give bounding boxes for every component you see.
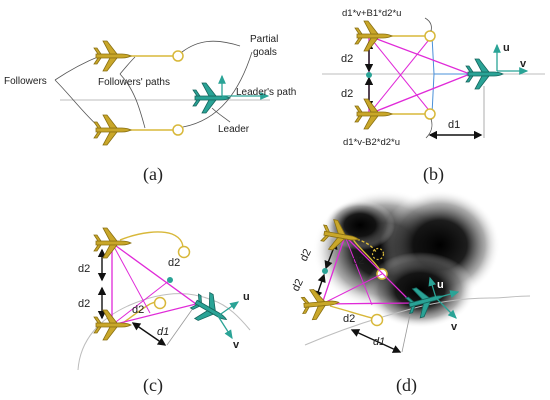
caption-d: (d) bbox=[396, 375, 417, 396]
formation-diag-2 bbox=[321, 273, 383, 305]
d2-label-mid: d2 bbox=[352, 255, 364, 267]
follower-plane-top bbox=[354, 20, 393, 52]
d2-label-inner: d2 bbox=[132, 304, 144, 316]
u-label: u bbox=[243, 291, 250, 303]
follower-path-bottom bbox=[329, 305, 373, 319]
partial-goals-label-1: Partial bbox=[250, 34, 278, 45]
formation-diag-2 bbox=[111, 279, 171, 326]
d2-label-lower: d2 bbox=[341, 88, 353, 100]
partial-goal-top bbox=[424, 30, 436, 42]
d1-label: d1 bbox=[373, 336, 385, 348]
d1-arrow bbox=[350, 329, 402, 353]
follower-plane-bottom bbox=[354, 98, 393, 130]
v-label: v bbox=[233, 339, 240, 351]
partial-goal-bottom bbox=[172, 124, 184, 136]
caption-c: (c) bbox=[143, 375, 163, 396]
d2-label-lower: d2 bbox=[78, 298, 90, 310]
leader-plane bbox=[192, 82, 231, 114]
follower-plane-bottom bbox=[93, 114, 132, 146]
caption-b: (b) bbox=[423, 164, 444, 185]
formula-top-pointer bbox=[424, 17, 432, 32]
paths-pointer-bottom bbox=[119, 73, 146, 129]
v-vector bbox=[435, 290, 460, 299]
formation-center bbox=[322, 268, 328, 274]
guide-lower bbox=[431, 73, 435, 115]
obstacle-cloud bbox=[313, 190, 500, 328]
leader-path-label: Leader's path bbox=[236, 87, 296, 98]
panel-d: d2 d2 d2 d2 d1 u v (d) bbox=[290, 190, 531, 396]
d2-label-upper: d2 bbox=[78, 263, 90, 275]
v-label: v bbox=[451, 321, 458, 333]
d2-label-upper: d2 bbox=[341, 53, 353, 65]
followers-paths-label: Followers' paths bbox=[98, 77, 170, 88]
d2-label-lower: d2 bbox=[290, 277, 306, 293]
leader-pointer bbox=[211, 107, 231, 123]
goals-pointer-bottom bbox=[182, 51, 253, 128]
d1-label: d1 bbox=[448, 119, 460, 131]
d1-arrow bbox=[131, 322, 167, 346]
formation-diag-1 bbox=[111, 242, 151, 314]
formation-center bbox=[366, 72, 372, 78]
v-vector-down bbox=[435, 297, 457, 319]
partial-goal-top bbox=[177, 245, 191, 259]
partial-goals-label-2: goals bbox=[253, 47, 277, 58]
follower-path-mid bbox=[351, 237, 381, 271]
panel-b: d1*v+B1*d2*u d1*v-B2*d2*u d2 d2 d1 u v (… bbox=[322, 8, 545, 185]
d1-label: d1 bbox=[157, 326, 169, 338]
formation-diag-1 bbox=[344, 235, 373, 306]
u-label: u bbox=[437, 279, 444, 291]
caption-a: (a) bbox=[143, 164, 163, 185]
followers-label: Followers bbox=[4, 76, 47, 87]
formation-triangle bbox=[321, 234, 414, 305]
followers-pointer-top bbox=[54, 55, 101, 81]
v-label: v bbox=[520, 58, 527, 70]
partial-goal-bottom bbox=[424, 108, 436, 120]
partial-goal-bottom bbox=[370, 313, 384, 327]
d2-label-inner: d2 bbox=[343, 313, 355, 325]
formula-top: d1*v+B1*d2*u bbox=[342, 8, 401, 19]
formation-diag-2 bbox=[368, 35, 433, 115]
formation-triangle bbox=[111, 241, 198, 326]
formation-center bbox=[167, 277, 173, 283]
partial-goal-top bbox=[172, 50, 184, 62]
paths-pointer-top bbox=[119, 56, 136, 75]
leader-path-curve bbox=[304, 295, 531, 346]
d1-guide bbox=[166, 303, 197, 346]
partial-goal-top bbox=[371, 247, 385, 261]
formula-bottom-pointer bbox=[425, 118, 433, 139]
panel-c: d2 d2 d2 d2 d1 u v (c) bbox=[77, 227, 251, 396]
u-vector bbox=[428, 276, 437, 299]
leader-path-curve bbox=[77, 293, 251, 371]
u-label: u bbox=[503, 42, 510, 54]
d2-label-upper: d2 bbox=[298, 247, 314, 263]
formula-bottom: d1*v-B2*d2*u bbox=[343, 137, 400, 148]
v-vector bbox=[217, 315, 233, 340]
follower-plane-top bbox=[93, 40, 132, 72]
u-vector bbox=[217, 301, 240, 317]
d2-label-mid: d2 bbox=[168, 257, 180, 269]
followers-pointer-bottom bbox=[54, 79, 101, 129]
guide-upper bbox=[431, 35, 470, 75]
leader-label: Leader bbox=[218, 124, 250, 135]
panel-a: Followers Followers' paths Partial goals… bbox=[4, 34, 296, 185]
partial-goal-bottom bbox=[153, 296, 167, 310]
formation-triangle bbox=[368, 35, 472, 115]
goals-pointer-top bbox=[181, 40, 241, 53]
